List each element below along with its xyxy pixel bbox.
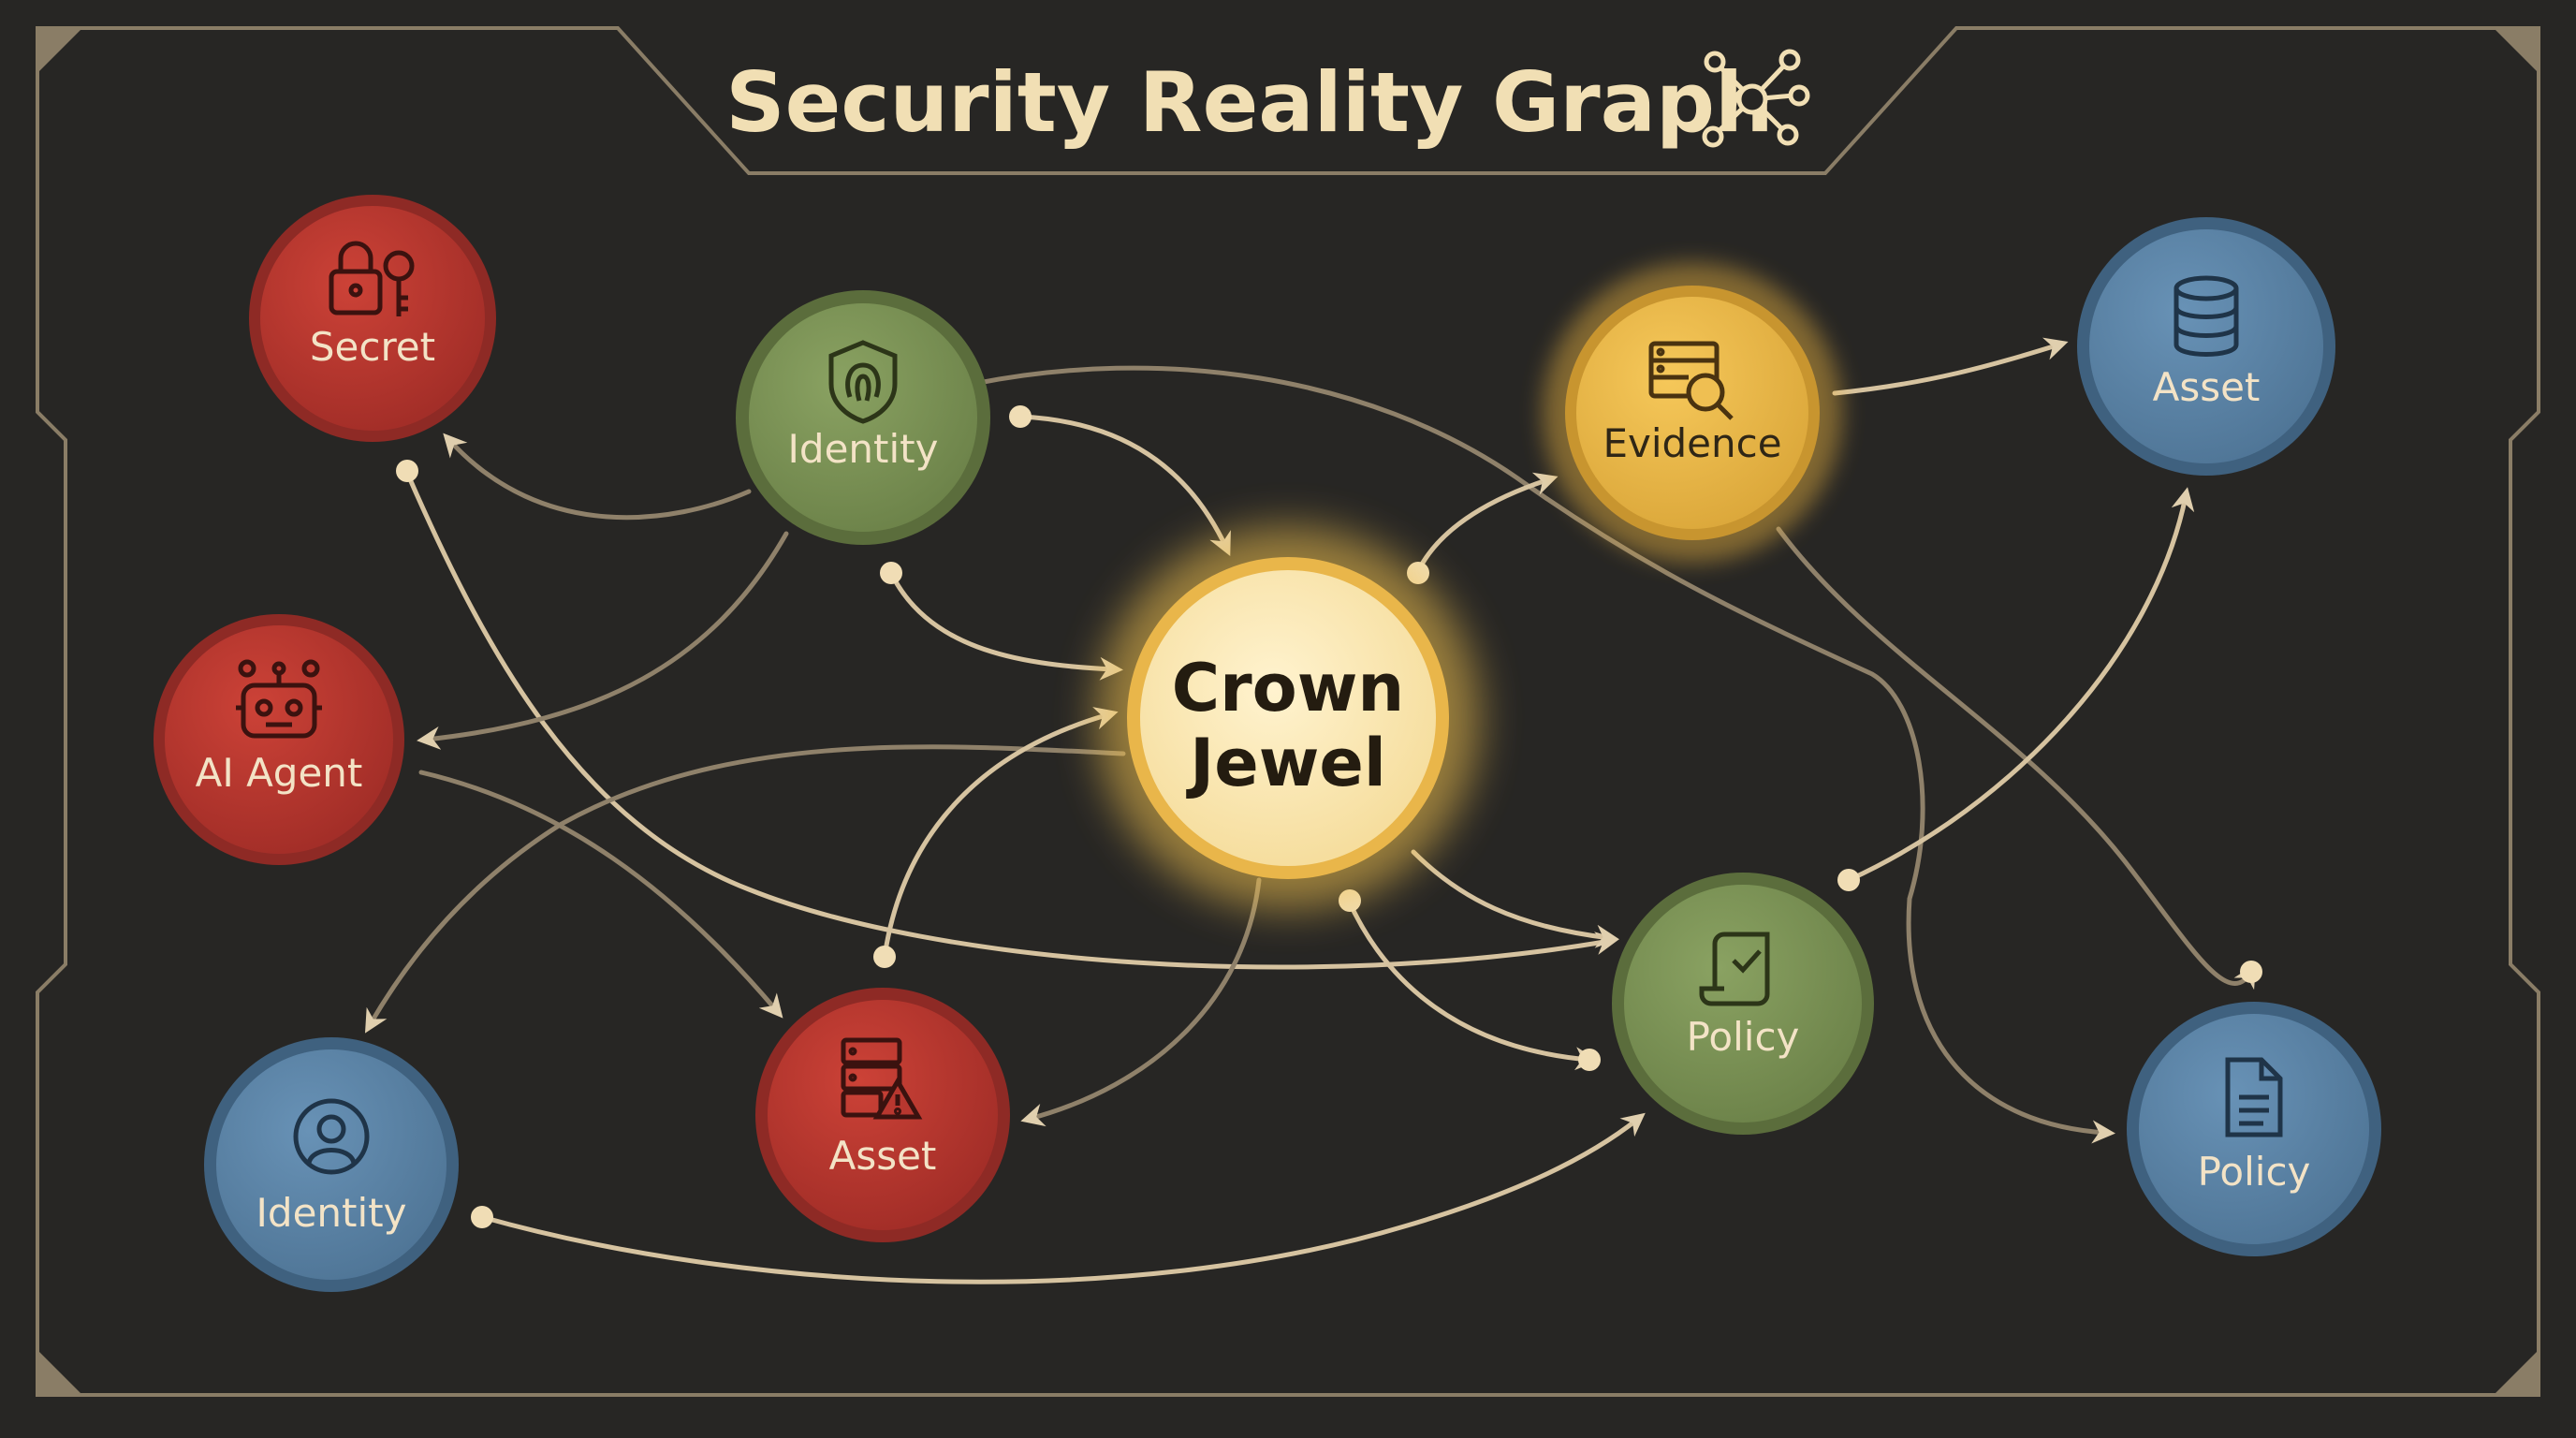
edge xyxy=(1415,472,1559,574)
edge xyxy=(404,470,1619,970)
edge xyxy=(479,1112,1646,1284)
document-icon xyxy=(2225,1057,2283,1137)
node-identity-blue[interactable]: Identity xyxy=(204,1037,459,1292)
magnifier-server-icon xyxy=(1648,341,1734,420)
node-crown-jewel[interactable]: Crown Jewel xyxy=(1096,526,1480,910)
database-icon xyxy=(2174,275,2239,357)
edge xyxy=(418,770,783,1019)
node-asset-blue[interactable]: Asset xyxy=(2077,217,2335,476)
edge xyxy=(1020,877,1262,1127)
crown-label-line2: Jewel xyxy=(1186,725,1386,801)
node-label: Identity xyxy=(256,1190,407,1236)
edges xyxy=(364,337,2262,1284)
edge xyxy=(1411,849,1619,948)
page-title: Security Reality Graph xyxy=(725,54,1773,151)
crown-label-line1: Crown xyxy=(1172,650,1405,726)
edge xyxy=(888,570,1123,681)
node-ai-agent[interactable]: AI Agent xyxy=(154,614,404,865)
node-label: Identity xyxy=(788,426,939,472)
edge xyxy=(417,531,789,750)
edge xyxy=(1832,337,2069,396)
fingerprint-shield-icon xyxy=(828,340,898,424)
frame xyxy=(36,26,2540,1397)
node-policy-blue[interactable]: Policy xyxy=(2127,1002,2381,1256)
node-label: Evidence xyxy=(1603,420,1781,466)
robot-icon xyxy=(236,659,322,739)
node-label: AI Agent xyxy=(196,750,363,796)
edge xyxy=(1017,414,1231,557)
lock-key-icon xyxy=(329,241,415,316)
edge xyxy=(882,707,1119,960)
scroll-check-icon xyxy=(1699,932,1770,1006)
node-policy-green[interactable]: Policy xyxy=(1612,873,1874,1135)
edge xyxy=(443,433,752,521)
node-label: Asset xyxy=(2153,364,2261,410)
edge xyxy=(971,365,2115,1144)
server-warning-icon xyxy=(841,1037,923,1120)
node-label: Policy xyxy=(2198,1149,2311,1195)
user-icon xyxy=(293,1098,370,1175)
node-label: Asset xyxy=(829,1133,937,1179)
edge xyxy=(1846,487,2195,883)
node-secret[interactable]: Secret xyxy=(249,195,496,442)
node-identity-green[interactable]: Identity xyxy=(736,290,990,545)
network-icon xyxy=(1702,49,1810,148)
node-evidence[interactable]: Evidence xyxy=(1543,263,1842,563)
node-asset-red[interactable]: Asset xyxy=(755,988,1010,1242)
edge xyxy=(364,744,1126,1034)
node-label: Policy xyxy=(1687,1014,1800,1060)
edge xyxy=(1345,896,1599,1071)
edge xyxy=(1776,526,2257,990)
node-label: Secret xyxy=(310,324,435,370)
